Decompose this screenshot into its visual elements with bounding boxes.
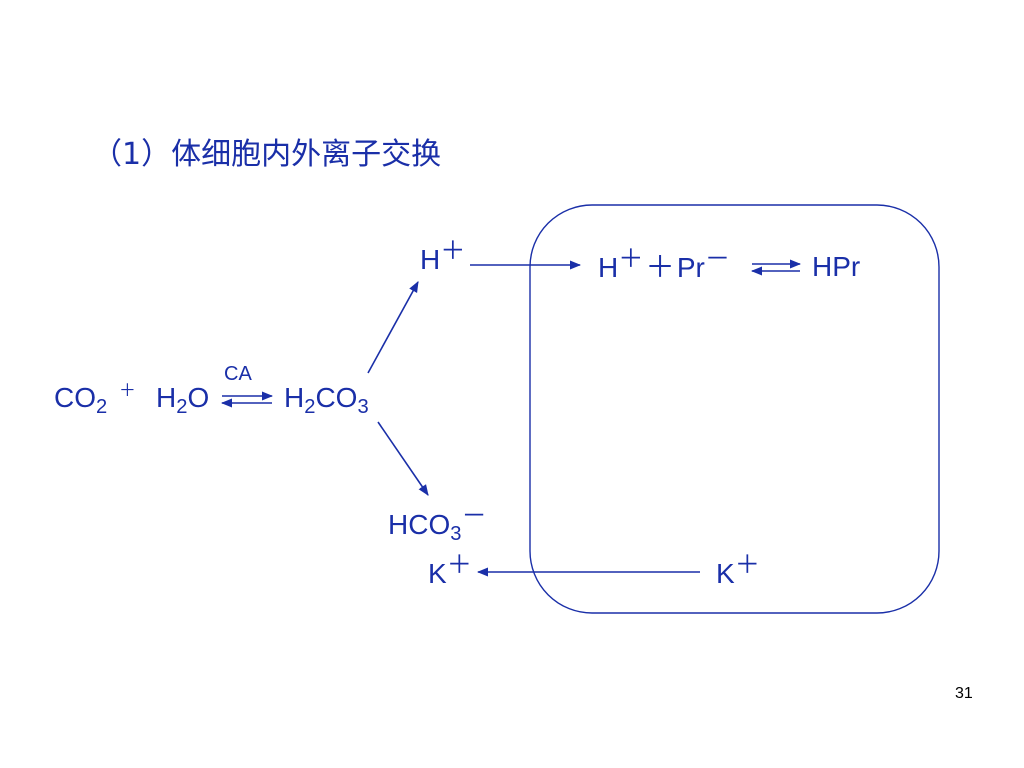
enzyme-label: CA — [224, 363, 252, 385]
page-title: （1）体细胞内外离子交换 — [92, 137, 442, 172]
potassium-inside-label: K＋ — [716, 549, 760, 589]
bicarbonate-label: HCO3－ — [388, 500, 487, 546]
co2-label: CO2 — [54, 382, 108, 419]
h2co3-label: H2CO3 — [284, 382, 369, 419]
hydrogen-ion-label: H＋ — [420, 235, 466, 275]
buffer-reaction-product: HPr — [812, 251, 861, 282]
buffer-reaction-reactants: H＋＋Pr－ — [598, 243, 730, 284]
potassium-outside-label: K＋ — [428, 549, 472, 589]
h2o-label: H2O — [156, 382, 210, 419]
dissociation-arrow-to-hco3 — [377, 421, 429, 496]
dissociation-arrow-to-h — [367, 281, 419, 374]
page-number: 31 — [955, 685, 973, 702]
plus-sign: ＋ — [119, 380, 136, 400]
cell-boundary — [529, 204, 940, 614]
